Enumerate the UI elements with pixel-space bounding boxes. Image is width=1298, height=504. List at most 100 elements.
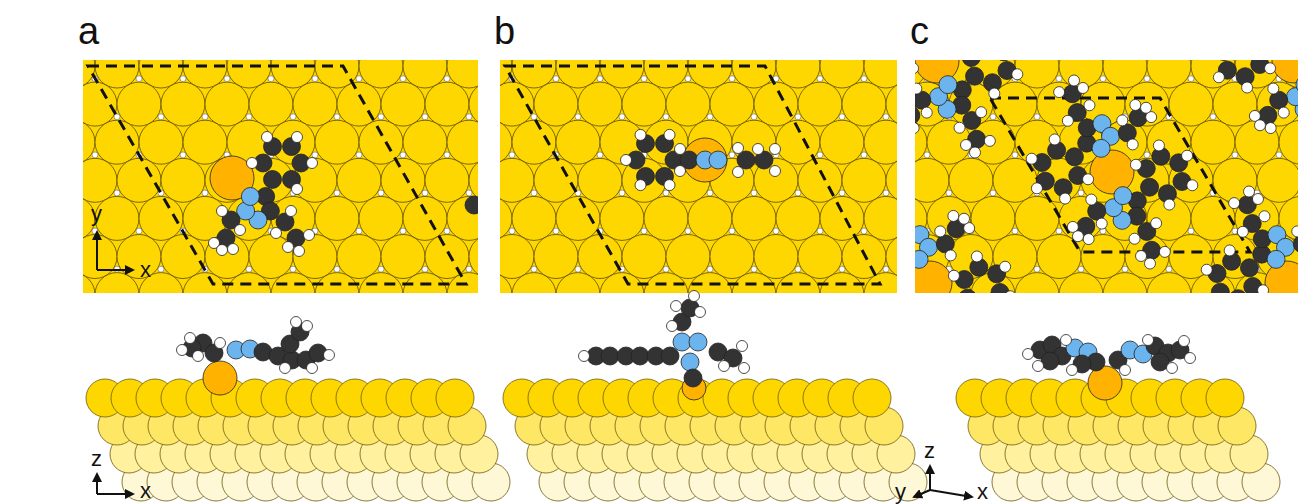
hollow-site (334, 266, 340, 272)
atom (737, 151, 755, 169)
axis-label: z (924, 440, 935, 462)
hollow-site (1144, 152, 1150, 158)
gold-atom (534, 235, 578, 279)
atom (1159, 246, 1170, 257)
atom (1164, 199, 1175, 210)
atom (935, 226, 946, 237)
gold-atom (139, 120, 183, 164)
gold-atom (403, 120, 447, 164)
hollow-site (400, 76, 406, 82)
atom (1153, 140, 1164, 151)
hollow-site (466, 114, 472, 120)
atom (262, 132, 273, 143)
hollow-site (136, 76, 142, 82)
atom (962, 60, 980, 67)
gold-atom (1169, 235, 1213, 279)
atom (1069, 75, 1080, 86)
atom (601, 347, 619, 365)
atom (304, 230, 315, 241)
gold-atom (425, 82, 469, 126)
atom (915, 106, 920, 124)
gold-atom (971, 196, 1015, 240)
atom (1065, 148, 1083, 166)
atom (995, 60, 1013, 61)
hollow-site (990, 114, 996, 120)
gold-atom (359, 196, 403, 240)
hollow-site (553, 76, 559, 82)
gold-atom (1125, 82, 1169, 126)
gold-atom (117, 235, 161, 279)
atom (1005, 291, 1016, 293)
atom (1278, 107, 1289, 118)
hollow-site (356, 76, 362, 82)
hollow-site (553, 228, 559, 234)
hollow-site (817, 76, 823, 82)
unit-cell (505, 66, 880, 284)
gold-atom (1059, 273, 1103, 293)
atom (1213, 72, 1224, 83)
gold-atom (117, 158, 161, 202)
atom (989, 88, 1000, 99)
hollow-site (575, 114, 581, 120)
hollow-site (795, 190, 801, 196)
hollow-site (707, 190, 713, 196)
gold-atom (447, 196, 478, 240)
gold-atom (622, 235, 666, 279)
atom (294, 246, 305, 257)
gold-slab-side (503, 291, 927, 502)
atom (1224, 245, 1235, 256)
atom (984, 135, 995, 146)
hollow-site (180, 76, 186, 82)
gold-atom (83, 235, 117, 279)
atom (1265, 63, 1276, 74)
hollow-site (312, 76, 318, 82)
gold-atom (337, 158, 381, 202)
hollow-site (531, 190, 537, 196)
axis-label: y (91, 203, 102, 225)
atom (228, 244, 239, 255)
hollow-site (817, 152, 823, 158)
hollow-site (466, 266, 472, 272)
panel-letter: b (494, 12, 515, 50)
atom (1114, 187, 1132, 205)
atom (177, 345, 188, 356)
gold-atom (949, 158, 993, 202)
atom (1130, 159, 1141, 170)
atom (1083, 174, 1094, 185)
gold-atom (864, 120, 897, 164)
hollow-site (729, 76, 735, 82)
atom (675, 166, 686, 177)
atom (1240, 259, 1258, 277)
atom (1268, 83, 1279, 94)
hollow-site (575, 266, 581, 272)
hollow-site (1012, 152, 1018, 158)
atom (1026, 153, 1037, 164)
hollow-site (114, 114, 120, 120)
atom (959, 289, 977, 293)
gold-atom (359, 273, 403, 293)
gold-atom (117, 82, 161, 126)
atom (465, 196, 478, 214)
hollow-site (795, 114, 801, 120)
atom (241, 187, 259, 205)
gold-atom (249, 235, 293, 279)
atom (1179, 336, 1190, 347)
hollow-site (883, 266, 889, 272)
hollow-site (422, 190, 428, 196)
hollow-site (773, 228, 779, 234)
atom (1130, 99, 1141, 110)
gold-atom (83, 82, 117, 126)
atom (684, 369, 702, 387)
hollow-site (158, 266, 164, 272)
atom (664, 129, 675, 140)
gold-atom (842, 158, 886, 202)
atom (976, 107, 987, 118)
hollow-site (707, 114, 713, 120)
atom (1258, 285, 1269, 293)
hollow-site (1144, 76, 1150, 82)
atom (1083, 234, 1094, 245)
gold-atom (1081, 235, 1125, 279)
hollow-site (1232, 152, 1238, 158)
gold-atom (447, 120, 478, 164)
atom (1244, 186, 1255, 197)
